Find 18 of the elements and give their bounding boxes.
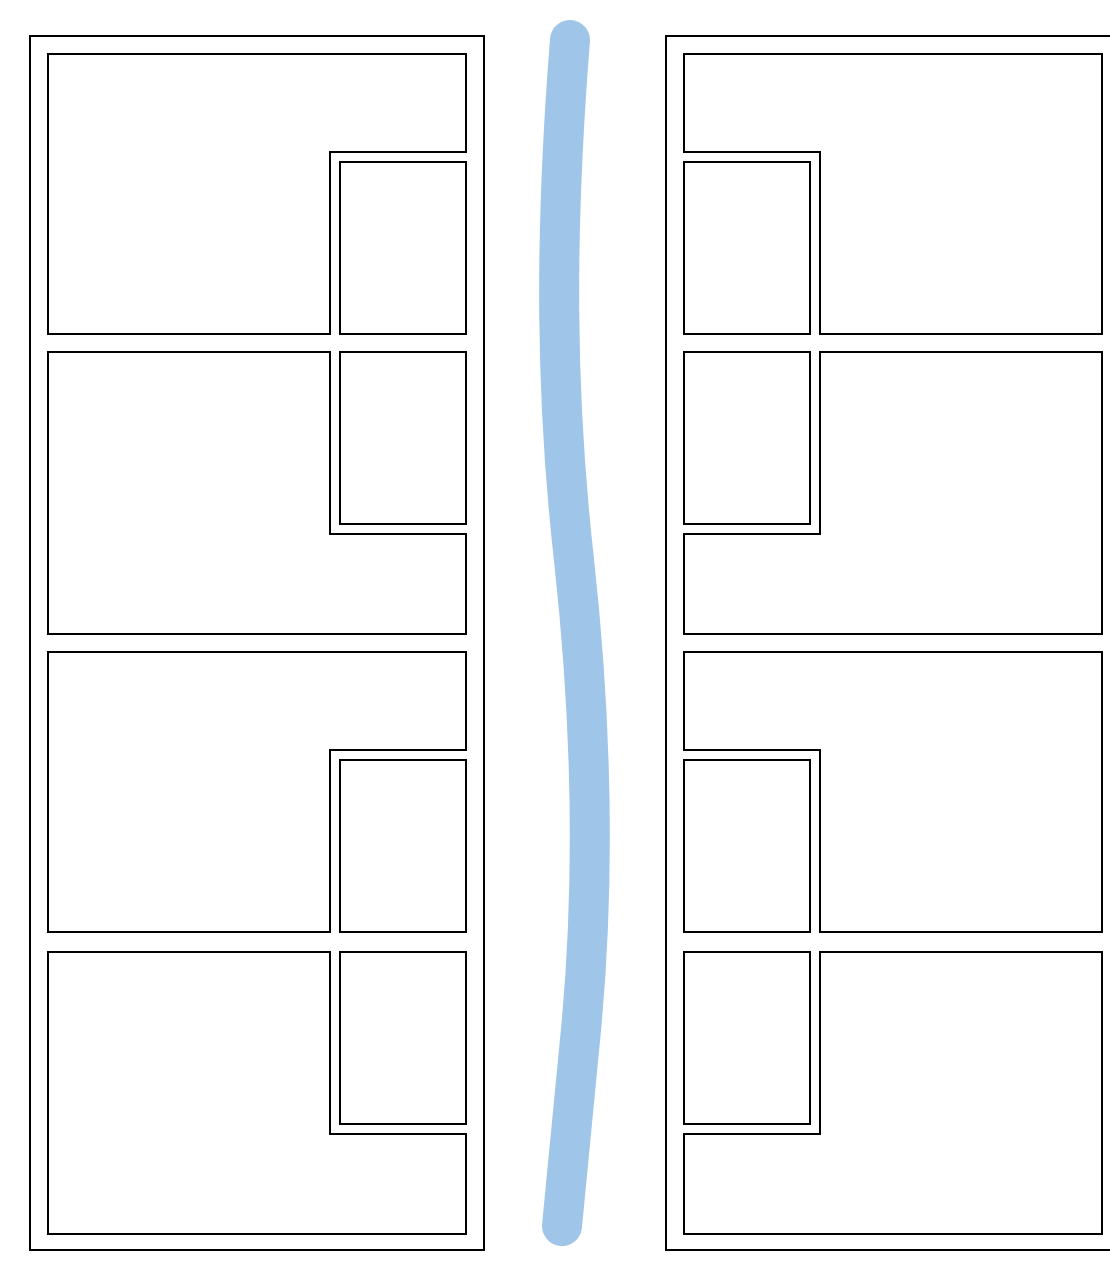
comic-panel bbox=[684, 352, 1102, 634]
comic-panel bbox=[340, 352, 466, 524]
comic-panel bbox=[48, 952, 466, 1234]
comic-panel bbox=[48, 54, 466, 334]
page-frame bbox=[30, 36, 484, 1250]
comic-panel bbox=[340, 760, 466, 932]
comic-panel bbox=[340, 952, 466, 1124]
comic-panel bbox=[340, 162, 466, 334]
page-frame bbox=[666, 36, 1110, 1250]
comic-panel bbox=[684, 352, 810, 524]
comic-panel bbox=[48, 352, 466, 634]
comic-panel bbox=[684, 162, 810, 334]
comic-panel bbox=[684, 652, 1102, 932]
comic-panel bbox=[684, 760, 810, 932]
comic-panel bbox=[684, 952, 810, 1124]
comic-panel bbox=[48, 652, 466, 932]
comic-panel bbox=[684, 54, 1102, 334]
comic-panel bbox=[684, 952, 1102, 1234]
